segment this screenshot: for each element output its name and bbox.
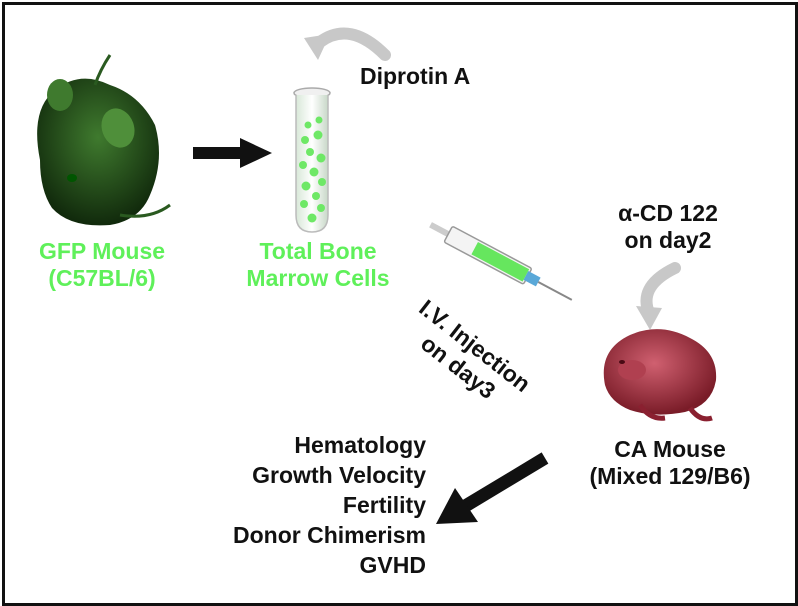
arrow-right-icon — [193, 138, 272, 168]
bone-marrow-label: Total Bone Marrow Cells — [218, 238, 418, 292]
outcome-item: Hematology — [294, 432, 426, 458]
gfp-mouse-label-line2: (C57BL/6) — [48, 265, 156, 291]
gfp-mouse-image — [37, 54, 171, 226]
arrow-down-left-icon — [436, 452, 549, 524]
antibody-label-line1: α-CD 122 — [618, 200, 718, 226]
outcome-item: Fertility — [342, 492, 426, 518]
gfp-mouse-label: GFP Mouse (C57BL/6) — [12, 238, 192, 292]
outcomes-list: Hematology Growth Velocity Fertility Don… — [190, 430, 426, 580]
bone-marrow-label-line2: Marrow Cells — [246, 265, 390, 291]
ca-mouse-pup-image — [603, 329, 717, 422]
gfp-mouse-label-line1: GFP Mouse — [38, 238, 166, 264]
outcome-item: Donor Chimerism — [233, 522, 426, 548]
curved-arrow-diprotin-icon — [304, 27, 391, 61]
antibody-label-line2: on day2 — [624, 227, 712, 253]
ca-mouse-label: CA Mouse (Mixed 129/B6) — [550, 436, 790, 490]
diprotin-label: Diprotin A — [360, 63, 471, 89]
syringe-icon — [429, 222, 573, 301]
outcome-item: Growth Velocity — [252, 462, 426, 488]
outcome-item: GVHD — [359, 552, 426, 578]
test-tube-icon — [293, 87, 331, 233]
curved-arrow-antibody-icon — [636, 262, 681, 330]
ca-mouse-label-line1: CA Mouse — [614, 436, 726, 462]
bone-marrow-label-line1: Total Bone — [259, 238, 377, 264]
ca-mouse-label-line2: (Mixed 129/B6) — [589, 463, 751, 489]
antibody-label: α-CD 122 on day2 — [598, 200, 738, 254]
